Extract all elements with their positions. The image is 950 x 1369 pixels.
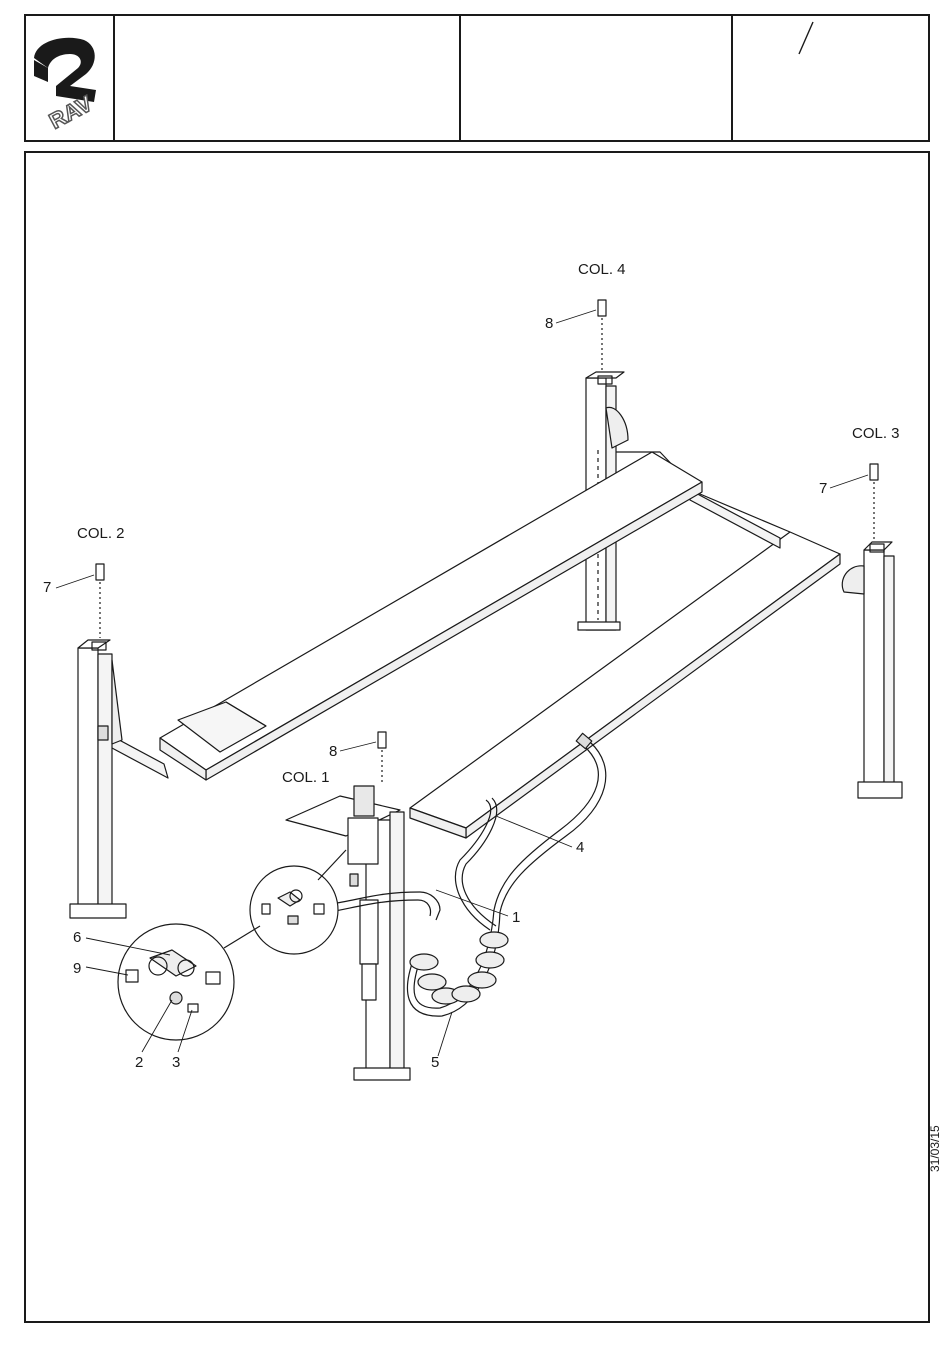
callout-7-left: 7 xyxy=(43,580,51,595)
label-col-1: COL. 1 xyxy=(282,770,330,785)
label-col-4: COL. 4 xyxy=(578,262,626,277)
callout-7-right: 7 xyxy=(819,481,827,496)
column-3 xyxy=(842,542,902,798)
label-col-2: COL. 2 xyxy=(77,526,125,541)
callout-1: 1 xyxy=(512,910,520,925)
callout-5: 5 xyxy=(431,1055,439,1070)
detail-fittings-2 xyxy=(118,924,260,1040)
callout-8-front: 8 xyxy=(329,744,337,759)
runway-left xyxy=(160,452,702,780)
detail-fittings-1 xyxy=(250,850,346,954)
callout-8-top: 8 xyxy=(545,316,553,331)
callout-4: 4 xyxy=(576,840,584,855)
callout-9: 9 xyxy=(73,961,81,976)
callout-2: 2 xyxy=(135,1055,143,1070)
column-2 xyxy=(70,640,126,918)
callout-6: 6 xyxy=(73,930,81,945)
callout-3: 3 xyxy=(172,1055,180,1070)
label-col-3: COL. 3 xyxy=(852,426,900,441)
revision-date: 31/03/15 xyxy=(928,1125,942,1172)
